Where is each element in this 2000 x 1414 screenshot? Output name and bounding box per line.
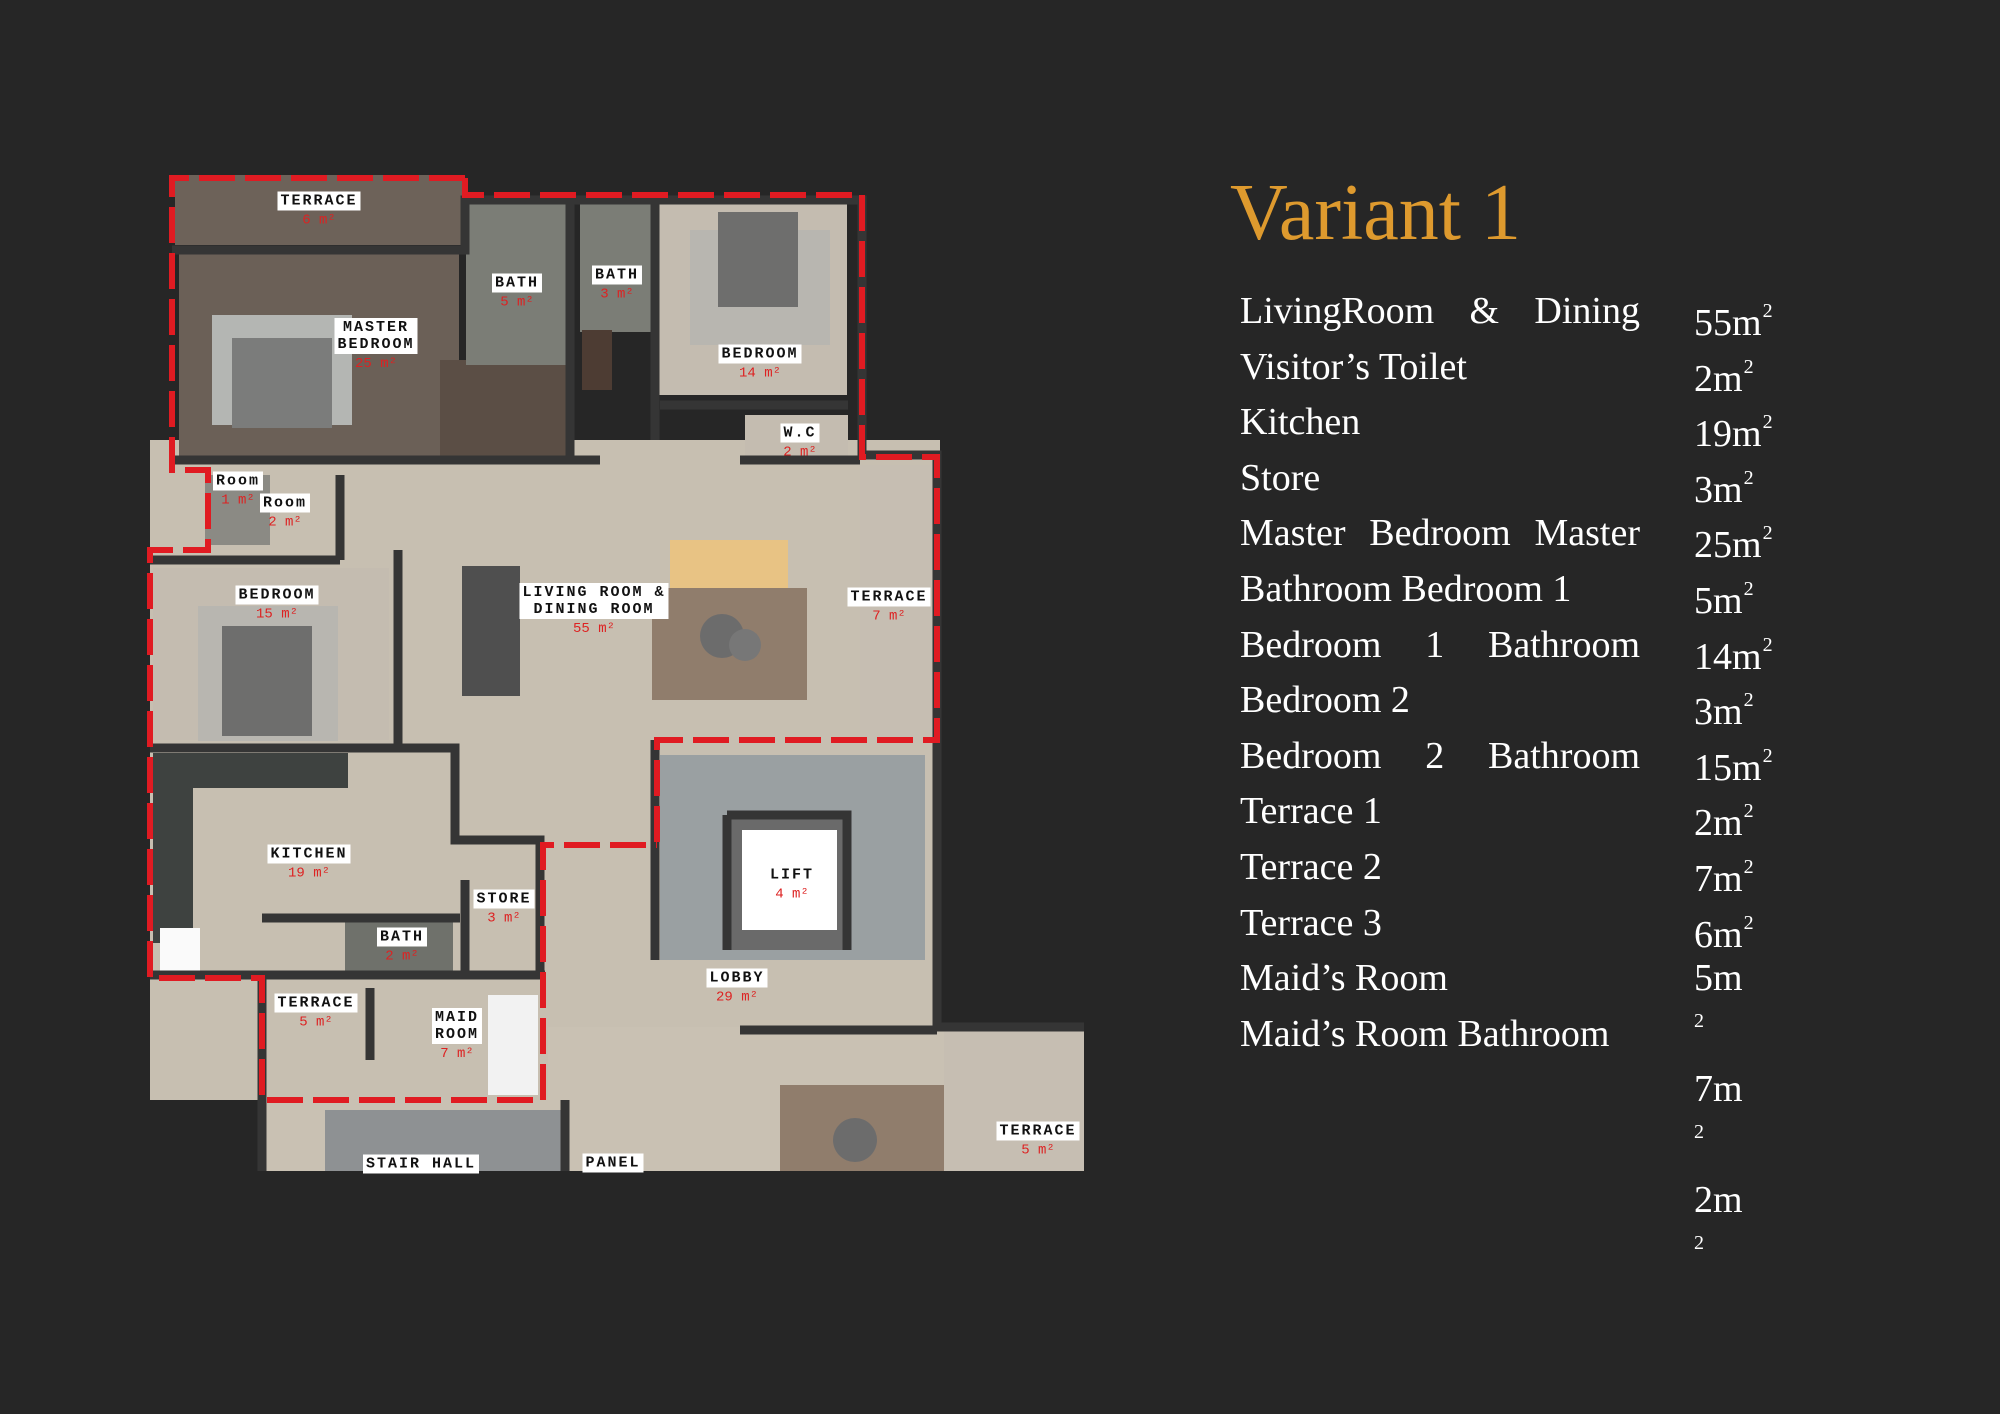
area-number: 15m: [1694, 746, 1762, 789]
sofa: [670, 540, 788, 590]
area-label: Bedroom 2 Bathroom: [1240, 734, 1640, 777]
area-unit-exponent: 2: [1762, 744, 1773, 767]
area-number: 2m: [1694, 1179, 1743, 1221]
area-number: 55m: [1694, 302, 1762, 344]
area-label: Kitchen: [1240, 401, 1361, 444]
area-unit-exponent: 2: [1762, 300, 1773, 322]
lift-car: [742, 830, 837, 930]
area-value: 14m2: [1694, 618, 1773, 678]
area-label: Maid’s Room Bathroom: [1240, 1012, 1610, 1055]
area-value: 5m2: [1694, 562, 1773, 622]
area-label: Bathroom Bedroom 1: [1240, 567, 1572, 610]
area-unit-exponent: 2: [1743, 689, 1754, 712]
unit-boundary: [147, 175, 940, 1103]
area-label: Terrace 3: [1240, 901, 1382, 944]
area-value-wrapped: 2m 2: [1694, 1178, 1743, 1254]
area-number: 19m: [1694, 413, 1762, 456]
area-value: 2m2: [1694, 340, 1773, 400]
area-unit-exponent: 2: [1694, 1010, 1704, 1032]
area-unit-exponent: 2: [1762, 633, 1773, 656]
area-label: Master Bedroom Master: [1240, 512, 1640, 555]
maid-bed: [488, 995, 538, 1095]
area-number: 7m: [1694, 857, 1743, 900]
area-label: Terrace 2: [1240, 845, 1382, 888]
area-value: 15m2: [1694, 729, 1773, 789]
area-value: 6m2: [1694, 896, 1773, 956]
area-number: 7m: [1694, 1068, 1743, 1110]
area-unit-exponent: 2: [1743, 577, 1754, 600]
area-label: Visitor’s Toilet: [1240, 345, 1467, 388]
variant-title: Variant 1: [1230, 169, 1522, 257]
area-label: Maid’s Room: [1240, 957, 1448, 1000]
area-value: 55m2: [1694, 284, 1773, 344]
dining-table: [462, 566, 520, 696]
area-value-wrapped: 7m 2: [1694, 1067, 1743, 1143]
area-unit-exponent: 2: [1762, 522, 1773, 545]
area-value-wrapped: 5m 2: [1694, 956, 1743, 1032]
area-unit-exponent: 2: [1743, 355, 1754, 378]
area-value: 3m2: [1694, 673, 1773, 733]
area-unit-exponent: 2: [1694, 1121, 1704, 1143]
area-unit-exponent: 2: [1762, 411, 1773, 434]
area-label: Bedroom 2: [1240, 679, 1410, 722]
area-label: Store: [1240, 456, 1321, 499]
area-value: 19m2: [1694, 395, 1773, 455]
area-number: 2m: [1694, 357, 1743, 400]
area-value: 25m2: [1694, 506, 1773, 566]
stair-hall-steps: [325, 1110, 565, 1171]
area-number: 3m: [1694, 691, 1743, 734]
area-number: 5m: [1694, 957, 1743, 999]
floor-areas: [150, 175, 1084, 1171]
area-label: LivingRoom & Dining: [1240, 290, 1640, 332]
area-value: 7m2: [1694, 840, 1773, 900]
area-unit-exponent: 2: [1743, 911, 1754, 934]
walls: [150, 195, 1084, 1171]
area-number: 14m: [1694, 635, 1762, 678]
area-number: 3m: [1694, 468, 1743, 511]
area-unit-exponent: 2: [1694, 1232, 1704, 1254]
area-unit-exponent: 2: [1743, 855, 1754, 878]
area-value: 2m2: [1694, 784, 1773, 844]
area-value: 3m2: [1694, 451, 1773, 511]
terrace-top-floor: [175, 175, 465, 245]
area-label: Terrace 1: [1240, 790, 1382, 833]
area-unit-exponent: 2: [1743, 466, 1754, 489]
area-number: 5m: [1694, 579, 1743, 622]
area-number: 6m: [1694, 913, 1743, 956]
bath-floor: [466, 200, 568, 365]
area-unit-exponent: 2: [1743, 800, 1754, 823]
bath-floor: [580, 200, 655, 332]
area-number: 2m: [1694, 802, 1743, 845]
area-number: 25m: [1694, 524, 1762, 567]
area-label: Bedroom 1 Bathroom: [1240, 623, 1640, 666]
